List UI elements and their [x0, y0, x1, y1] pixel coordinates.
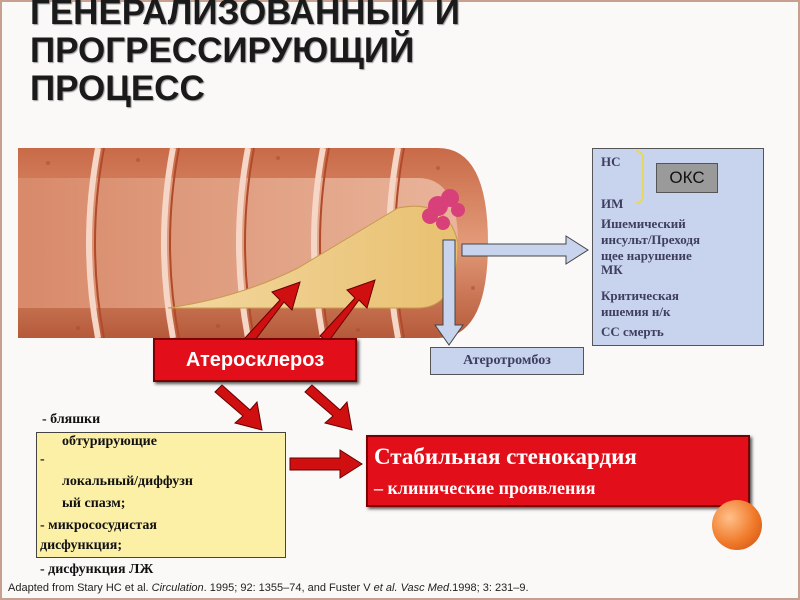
outcome-ns: НС [601, 154, 621, 169]
red-arrow-up-left [244, 281, 301, 345]
mechanism-line-5: ый спазм; [62, 496, 126, 511]
mechanism-line-7: дисфункция; [40, 538, 123, 553]
source-caption: Adapted from Stary HC et al. Circulation… [8, 582, 529, 594]
outcome-ischemia-1: Критическая [601, 288, 679, 303]
mechanism-line-3: - [40, 452, 45, 467]
outcome-stroke-4: МК [601, 262, 623, 277]
caption-middle: . 1995; 92: 1355–74, and Fuster V [203, 582, 374, 594]
oks-label: ОКС [656, 163, 718, 193]
mechanisms-box [36, 432, 286, 558]
blue-arrow-down [434, 239, 464, 346]
stable-angina-box: Стабильная стенокардия – клинические про… [366, 435, 750, 507]
caption-journal-2: Vasc Med [397, 582, 450, 594]
decorative-orange-ball [712, 500, 762, 550]
title-line-2: ПРОГРЕССИРУЮЩИЙ [30, 31, 415, 70]
red-arrow-down-left [214, 384, 263, 431]
mechanism-line-4: локальный/диффузн [62, 474, 193, 489]
outcome-im: ИМ [601, 196, 624, 211]
outcome-stroke-2: инсульт/Преходя [601, 232, 701, 247]
red-arrow-down-right [304, 384, 353, 431]
atherothrombosis-box: Атеротромбоз [430, 347, 584, 375]
title-line-3: ПРОЦЕСС [30, 69, 205, 108]
outcome-stroke-3: щее нарушение [601, 248, 692, 263]
mechanism-line-6: - микрососудистая [40, 518, 157, 533]
mechanism-line-1: - бляшки [42, 412, 101, 427]
title-line-1: ГЕНЕРАЛИЗОВАННЫЙ И [30, 0, 460, 32]
atherosclerosis-box: Атеросклероз [153, 338, 357, 382]
caption-etal: et al. [373, 582, 398, 594]
slide-title: ГЕНЕРАЛИЗОВАННЫЙ И ПРОГРЕССИРУЮЩИЙ ПРОЦЕ… [30, 0, 590, 108]
caption-prefix: Adapted from Stary HC et al. [8, 582, 152, 594]
stable-angina-subtitle: – клинические проявления [374, 478, 596, 498]
stable-angina-title: Стабильная стенокардия [374, 444, 637, 469]
outcome-stroke-1: Ишемический [601, 216, 686, 231]
oks-bracket [636, 150, 644, 204]
mechanism-line-8: - дисфункция ЛЖ [40, 562, 154, 577]
blue-arrow-right [461, 235, 589, 265]
outcome-cv-death: СС смерть [601, 324, 664, 339]
mechanism-line-2: обтурирующие [62, 434, 157, 449]
caption-suffix: .1998; 3: 231–9. [449, 582, 529, 594]
caption-journal-1: Circulation [151, 582, 204, 594]
red-arrow-up-right [319, 279, 376, 343]
outcome-ischemia-2: ишемия н/к [601, 304, 671, 319]
red-arrow-right [289, 449, 363, 479]
